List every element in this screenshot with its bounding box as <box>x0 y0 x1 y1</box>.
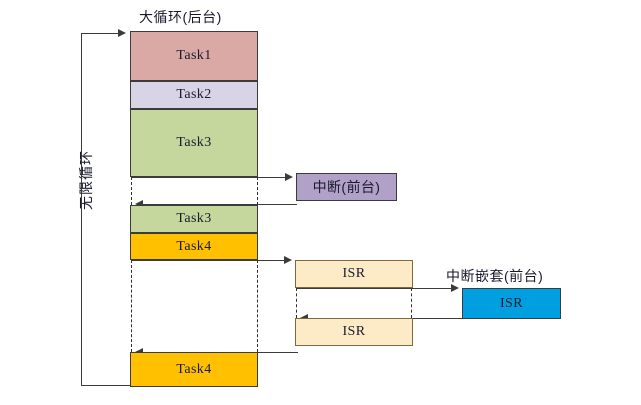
task-box-task3-resumed[interactable]: Task3 <box>130 205 258 233</box>
big-loop-title: 大循环(后台) <box>139 9 222 25</box>
task-box-task4-resumed[interactable]: Task4 <box>130 352 258 387</box>
dashed-guide-right-lower <box>257 260 258 352</box>
loop-top-segment <box>81 33 122 34</box>
connector-from-interrupt <box>140 204 297 205</box>
connector-to-isr-arrowhead <box>284 255 292 264</box>
connector-from-nested-isr-arrowhead <box>300 313 308 322</box>
task-box-task4-first[interactable]: Task4 <box>130 233 258 260</box>
connector-to-nested-isr <box>296 288 454 289</box>
loop-top-arrowhead <box>118 28 126 37</box>
connector-to-interrupt-arrowhead <box>285 172 293 181</box>
task-box-task3-first[interactable]: Task3 <box>130 109 258 177</box>
dashed-guide-isr-right <box>411 288 412 318</box>
dashed-guide-isr-left <box>296 288 297 318</box>
task-box-task1[interactable]: Task1 <box>130 31 258 81</box>
isr-box-nested[interactable]: ISR <box>462 288 561 319</box>
interrupt-box-foreground[interactable]: 中断(前台) <box>296 173 397 201</box>
connector-to-isr <box>131 260 288 261</box>
isr-box-first[interactable]: ISR <box>295 260 413 288</box>
task-box-task2[interactable]: Task2 <box>130 81 258 109</box>
dashed-guide-left-lower <box>131 260 132 352</box>
dashed-guide-left-upper <box>131 177 132 205</box>
connector-from-isr-arrowhead <box>135 347 143 356</box>
loop-left-segment <box>81 33 82 385</box>
connector-to-nested-isr-arrowhead <box>451 283 459 292</box>
dashed-guide-right-upper <box>257 177 258 205</box>
connector-from-interrupt-arrowhead <box>135 199 143 208</box>
infinite-loop-label: 无限循环 <box>78 150 94 210</box>
connector-to-interrupt <box>131 177 288 178</box>
loop-bottom-segment <box>81 385 130 386</box>
isr-box-resumed[interactable]: ISR <box>295 318 413 346</box>
nested-interrupt-title: 中断嵌套(前台) <box>446 268 544 284</box>
